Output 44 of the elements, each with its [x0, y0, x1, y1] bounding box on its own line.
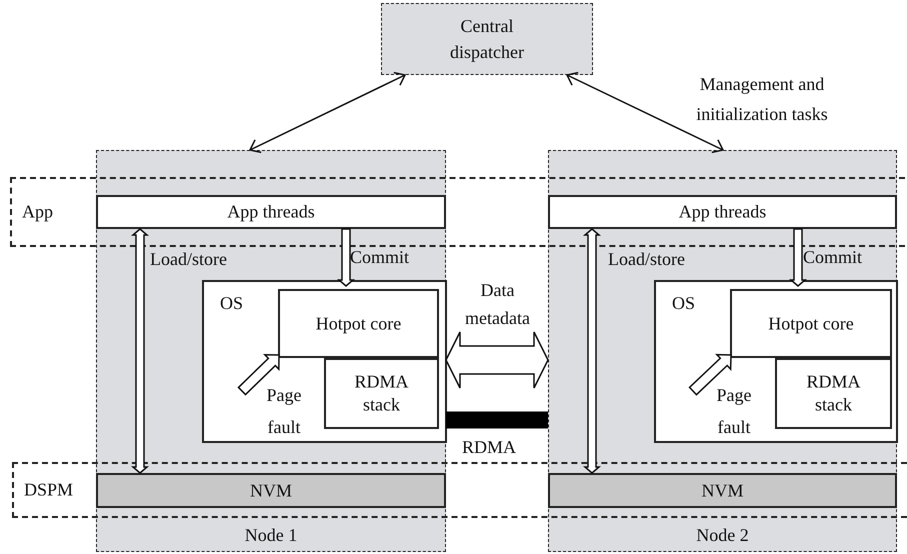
- arrow: [249, 72, 406, 154]
- node-label: NVM: [702, 478, 744, 502]
- process-box: [278, 289, 439, 358]
- process-box: [324, 358, 439, 429]
- node-label: RDMA stack: [805, 370, 862, 416]
- node-label: App threads: [678, 200, 766, 224]
- node-label: DSPM: [24, 478, 74, 502]
- edge-label: Management and initialization tasks: [695, 73, 829, 126]
- hollow-arrow: [130, 228, 150, 474]
- node-label: Central dispatcher: [449, 14, 525, 64]
- memory-bar: [96, 473, 446, 508]
- hollow-arrow: [688, 354, 732, 396]
- node-label: App threads: [227, 200, 315, 224]
- node-label: App: [22, 200, 53, 224]
- node-label: NVM: [250, 478, 292, 502]
- node-label: Hotpot core: [316, 312, 402, 336]
- hollow-arrow: [237, 354, 280, 396]
- process-box: [730, 289, 892, 358]
- hollow-arrow: [582, 228, 602, 474]
- edge-label: Load/store: [150, 248, 227, 271]
- memory-bar: [548, 473, 897, 508]
- node-label: Node 2: [696, 524, 749, 547]
- process-box: [96, 195, 446, 229]
- node-label: OS: [220, 292, 244, 315]
- node-label: Hotpot core: [768, 312, 854, 336]
- edge-label: Page fault: [266, 384, 302, 438]
- dispatcher-box: [381, 3, 593, 75]
- process-box: [775, 358, 892, 429]
- os-box: [202, 280, 447, 443]
- node-label: Node 1: [244, 524, 298, 547]
- edge-label: Commit: [803, 246, 862, 269]
- process-box: [548, 195, 897, 229]
- hollow-arrow: [445, 331, 549, 389]
- edge-label: Load/store: [608, 248, 685, 271]
- node-label: OS: [672, 292, 696, 315]
- edge-label: Page fault: [716, 384, 752, 438]
- hollow-arrow: [336, 228, 356, 287]
- edge-label: Data metadata: [464, 279, 531, 330]
- edge-label: Commit: [350, 246, 410, 269]
- hollow-arrow: [788, 228, 808, 287]
- node-label: RDMA stack: [353, 370, 410, 416]
- edge-label: RDMA: [462, 436, 516, 459]
- os-box: [654, 280, 898, 443]
- arrow: [566, 72, 724, 154]
